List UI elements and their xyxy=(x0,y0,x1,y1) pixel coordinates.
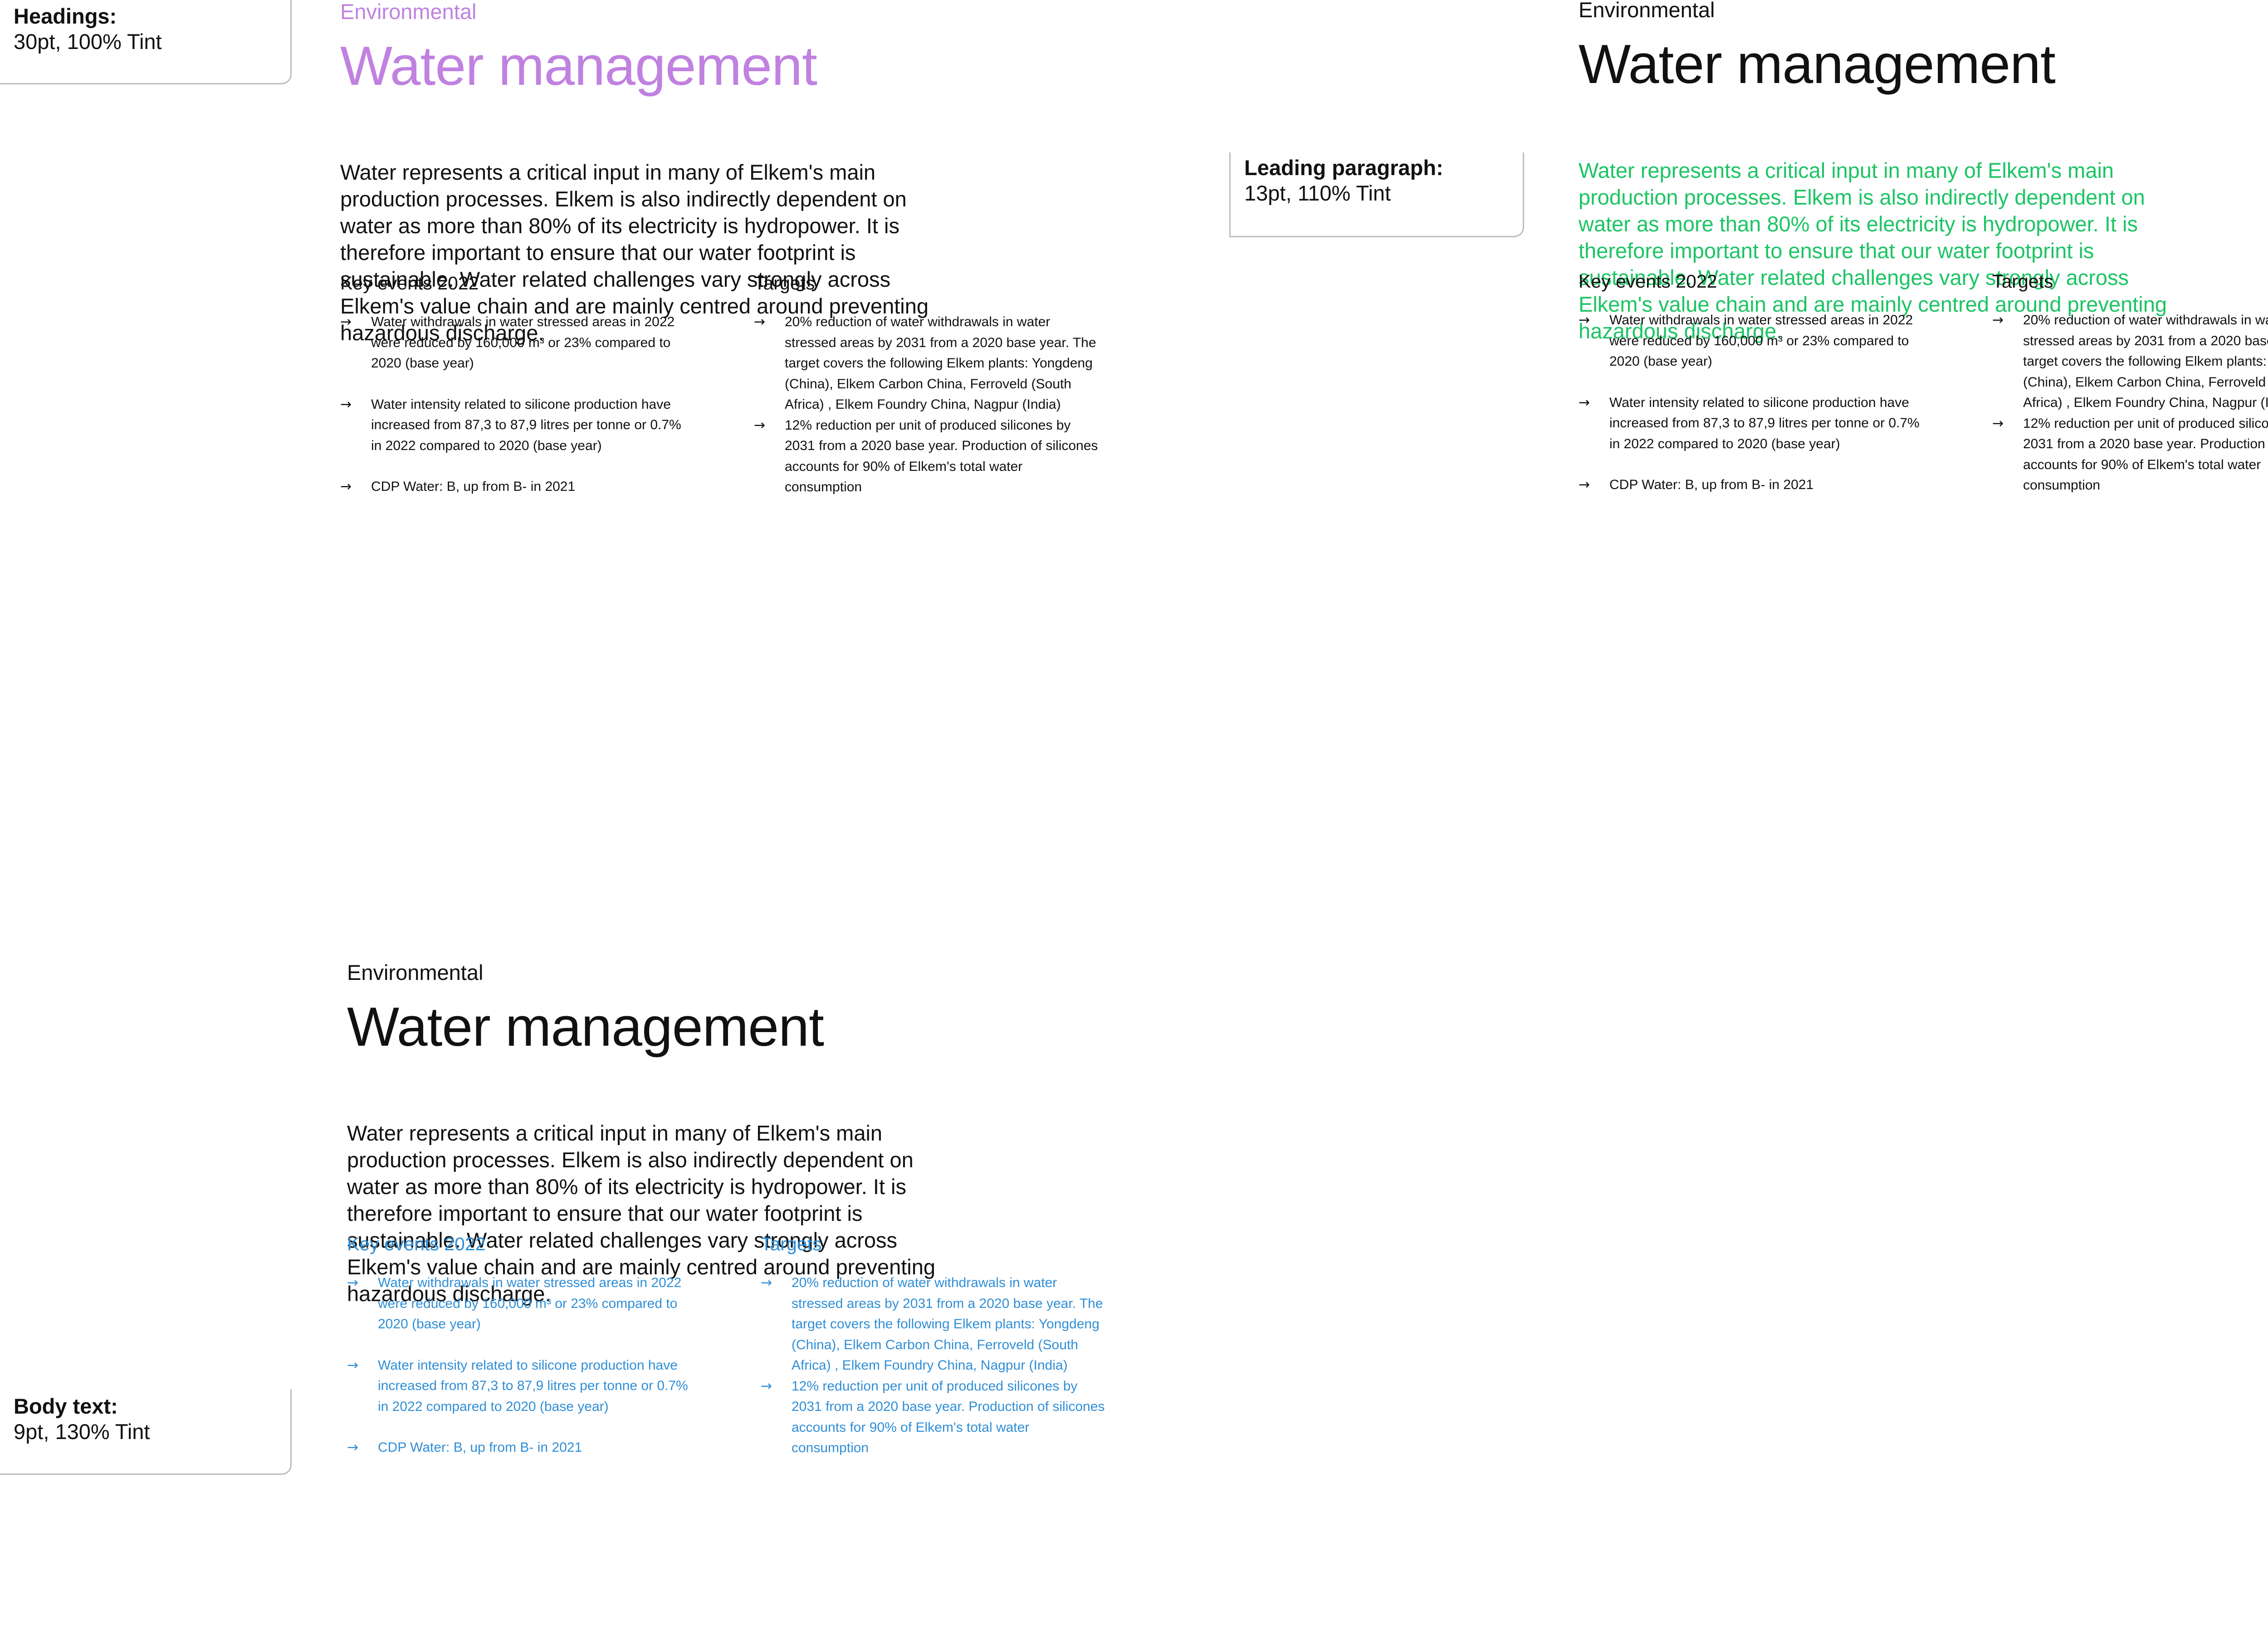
arrow-right-icon: → xyxy=(347,1275,359,1291)
list-item: →Water withdrawals in water stressed are… xyxy=(1579,310,1923,372)
list-item: →20% reduction of water withdrawals in w… xyxy=(1992,310,2268,413)
key-events-column: Key events 2022 →Water withdrawals in wa… xyxy=(340,272,685,518)
key-events-list: →Water withdrawals in water stressed are… xyxy=(347,1273,692,1458)
targets-column: Targets →20% reduction of water withdraw… xyxy=(1992,270,2268,496)
arrow-right-icon: → xyxy=(754,417,766,433)
leading-paragraph: Water represents a critical input in man… xyxy=(340,160,929,345)
callout-leading-paragraph: Leading paragraph: 13pt, 110% Tint xyxy=(1229,152,1524,237)
list-item: →12% reduction per unit of produced sili… xyxy=(754,415,1099,498)
key-events-heading: Key events 2022 xyxy=(1579,271,1717,292)
arrow-right-icon: → xyxy=(347,1357,359,1373)
key-events-list: →Water withdrawals in water stressed are… xyxy=(340,312,685,497)
key-events-column: Key events 2022 →Water withdrawals in wa… xyxy=(1579,270,1923,516)
arrow-right-icon: → xyxy=(754,314,766,330)
callout-headings: Headings: 30pt, 100% Tint xyxy=(0,0,292,84)
targets-heading: Targets xyxy=(761,1234,822,1254)
arrow-right-icon: → xyxy=(340,314,352,330)
list-item: →Water intensity related to silicone pro… xyxy=(1579,392,1923,455)
list-item: →20% reduction of water withdrawals in w… xyxy=(761,1273,1105,1376)
arrow-right-icon: → xyxy=(1992,312,2004,328)
list-item: →Water withdrawals in water stressed are… xyxy=(340,312,685,374)
callout-title: Leading paragraph: xyxy=(1244,156,1443,180)
callout-title: Headings: xyxy=(14,4,117,28)
arrow-right-icon: → xyxy=(1579,394,1590,411)
list-item: →CDP Water: B, up from B- in 2021 xyxy=(347,1437,692,1458)
arrow-right-icon: → xyxy=(1992,415,2004,431)
list-item: →CDP Water: B, up from B- in 2021 xyxy=(340,476,685,497)
targets-column: Targets →20% reduction of water withdraw… xyxy=(761,1233,1105,1459)
list-item: →12% reduction per unit of produced sili… xyxy=(1992,413,2268,496)
callout-spec: 9pt, 130% Tint xyxy=(14,1420,150,1444)
arrow-right-icon: → xyxy=(1579,312,1590,328)
list-item: →Water intensity related to silicone pro… xyxy=(340,394,685,456)
leading-paragraph: Water represents a critical input in man… xyxy=(1579,158,2167,343)
key-events-column: Key events 2022 →Water withdrawals in wa… xyxy=(347,1233,692,1478)
callout-title: Body text: xyxy=(14,1394,118,1418)
arrow-right-icon: → xyxy=(1579,477,1590,493)
arrow-right-icon: → xyxy=(340,396,352,412)
section-kicker: Environmental xyxy=(1579,0,1715,22)
callout-spec: 30pt, 100% Tint xyxy=(14,29,162,54)
page-title: Water management xyxy=(1579,33,2056,95)
targets-list: →20% reduction of water withdrawals in w… xyxy=(754,312,1099,498)
leading-paragraph: Water represents a critical input in man… xyxy=(347,1121,935,1306)
list-item: →Water intensity related to silicone pro… xyxy=(347,1355,692,1417)
arrow-right-icon: → xyxy=(340,479,352,495)
list-item: →CDP Water: B, up from B- in 2021 xyxy=(1579,475,1923,495)
section-kicker: Environmental xyxy=(347,960,484,984)
key-events-heading: Key events 2022 xyxy=(340,273,479,294)
targets-list: →20% reduction of water withdrawals in w… xyxy=(761,1273,1105,1459)
list-item: →12% reduction per unit of produced sili… xyxy=(761,1376,1105,1459)
arrow-right-icon: → xyxy=(761,1378,772,1394)
targets-list: →20% reduction of water withdrawals in w… xyxy=(1992,310,2268,496)
arrow-right-icon: → xyxy=(761,1275,772,1291)
list-item: →20% reduction of water withdrawals in w… xyxy=(754,312,1099,415)
key-events-heading: Key events 2022 xyxy=(347,1234,486,1254)
arrow-right-icon: → xyxy=(347,1439,359,1456)
targets-heading: Targets xyxy=(754,273,815,294)
key-events-list: →Water withdrawals in water stressed are… xyxy=(1579,310,1923,495)
page-title: Water management xyxy=(347,996,824,1057)
callout-body-text: Body text: 9pt, 130% Tint xyxy=(0,1389,292,1475)
targets-column: Targets →20% reduction of water withdraw… xyxy=(754,272,1099,498)
list-item: →Water withdrawals in water stressed are… xyxy=(347,1273,692,1335)
callout-spec: 13pt, 110% Tint xyxy=(1244,181,1391,205)
page-title: Water management xyxy=(340,35,817,97)
section-kicker: Environmental xyxy=(340,0,477,24)
targets-heading: Targets xyxy=(1992,271,2053,292)
